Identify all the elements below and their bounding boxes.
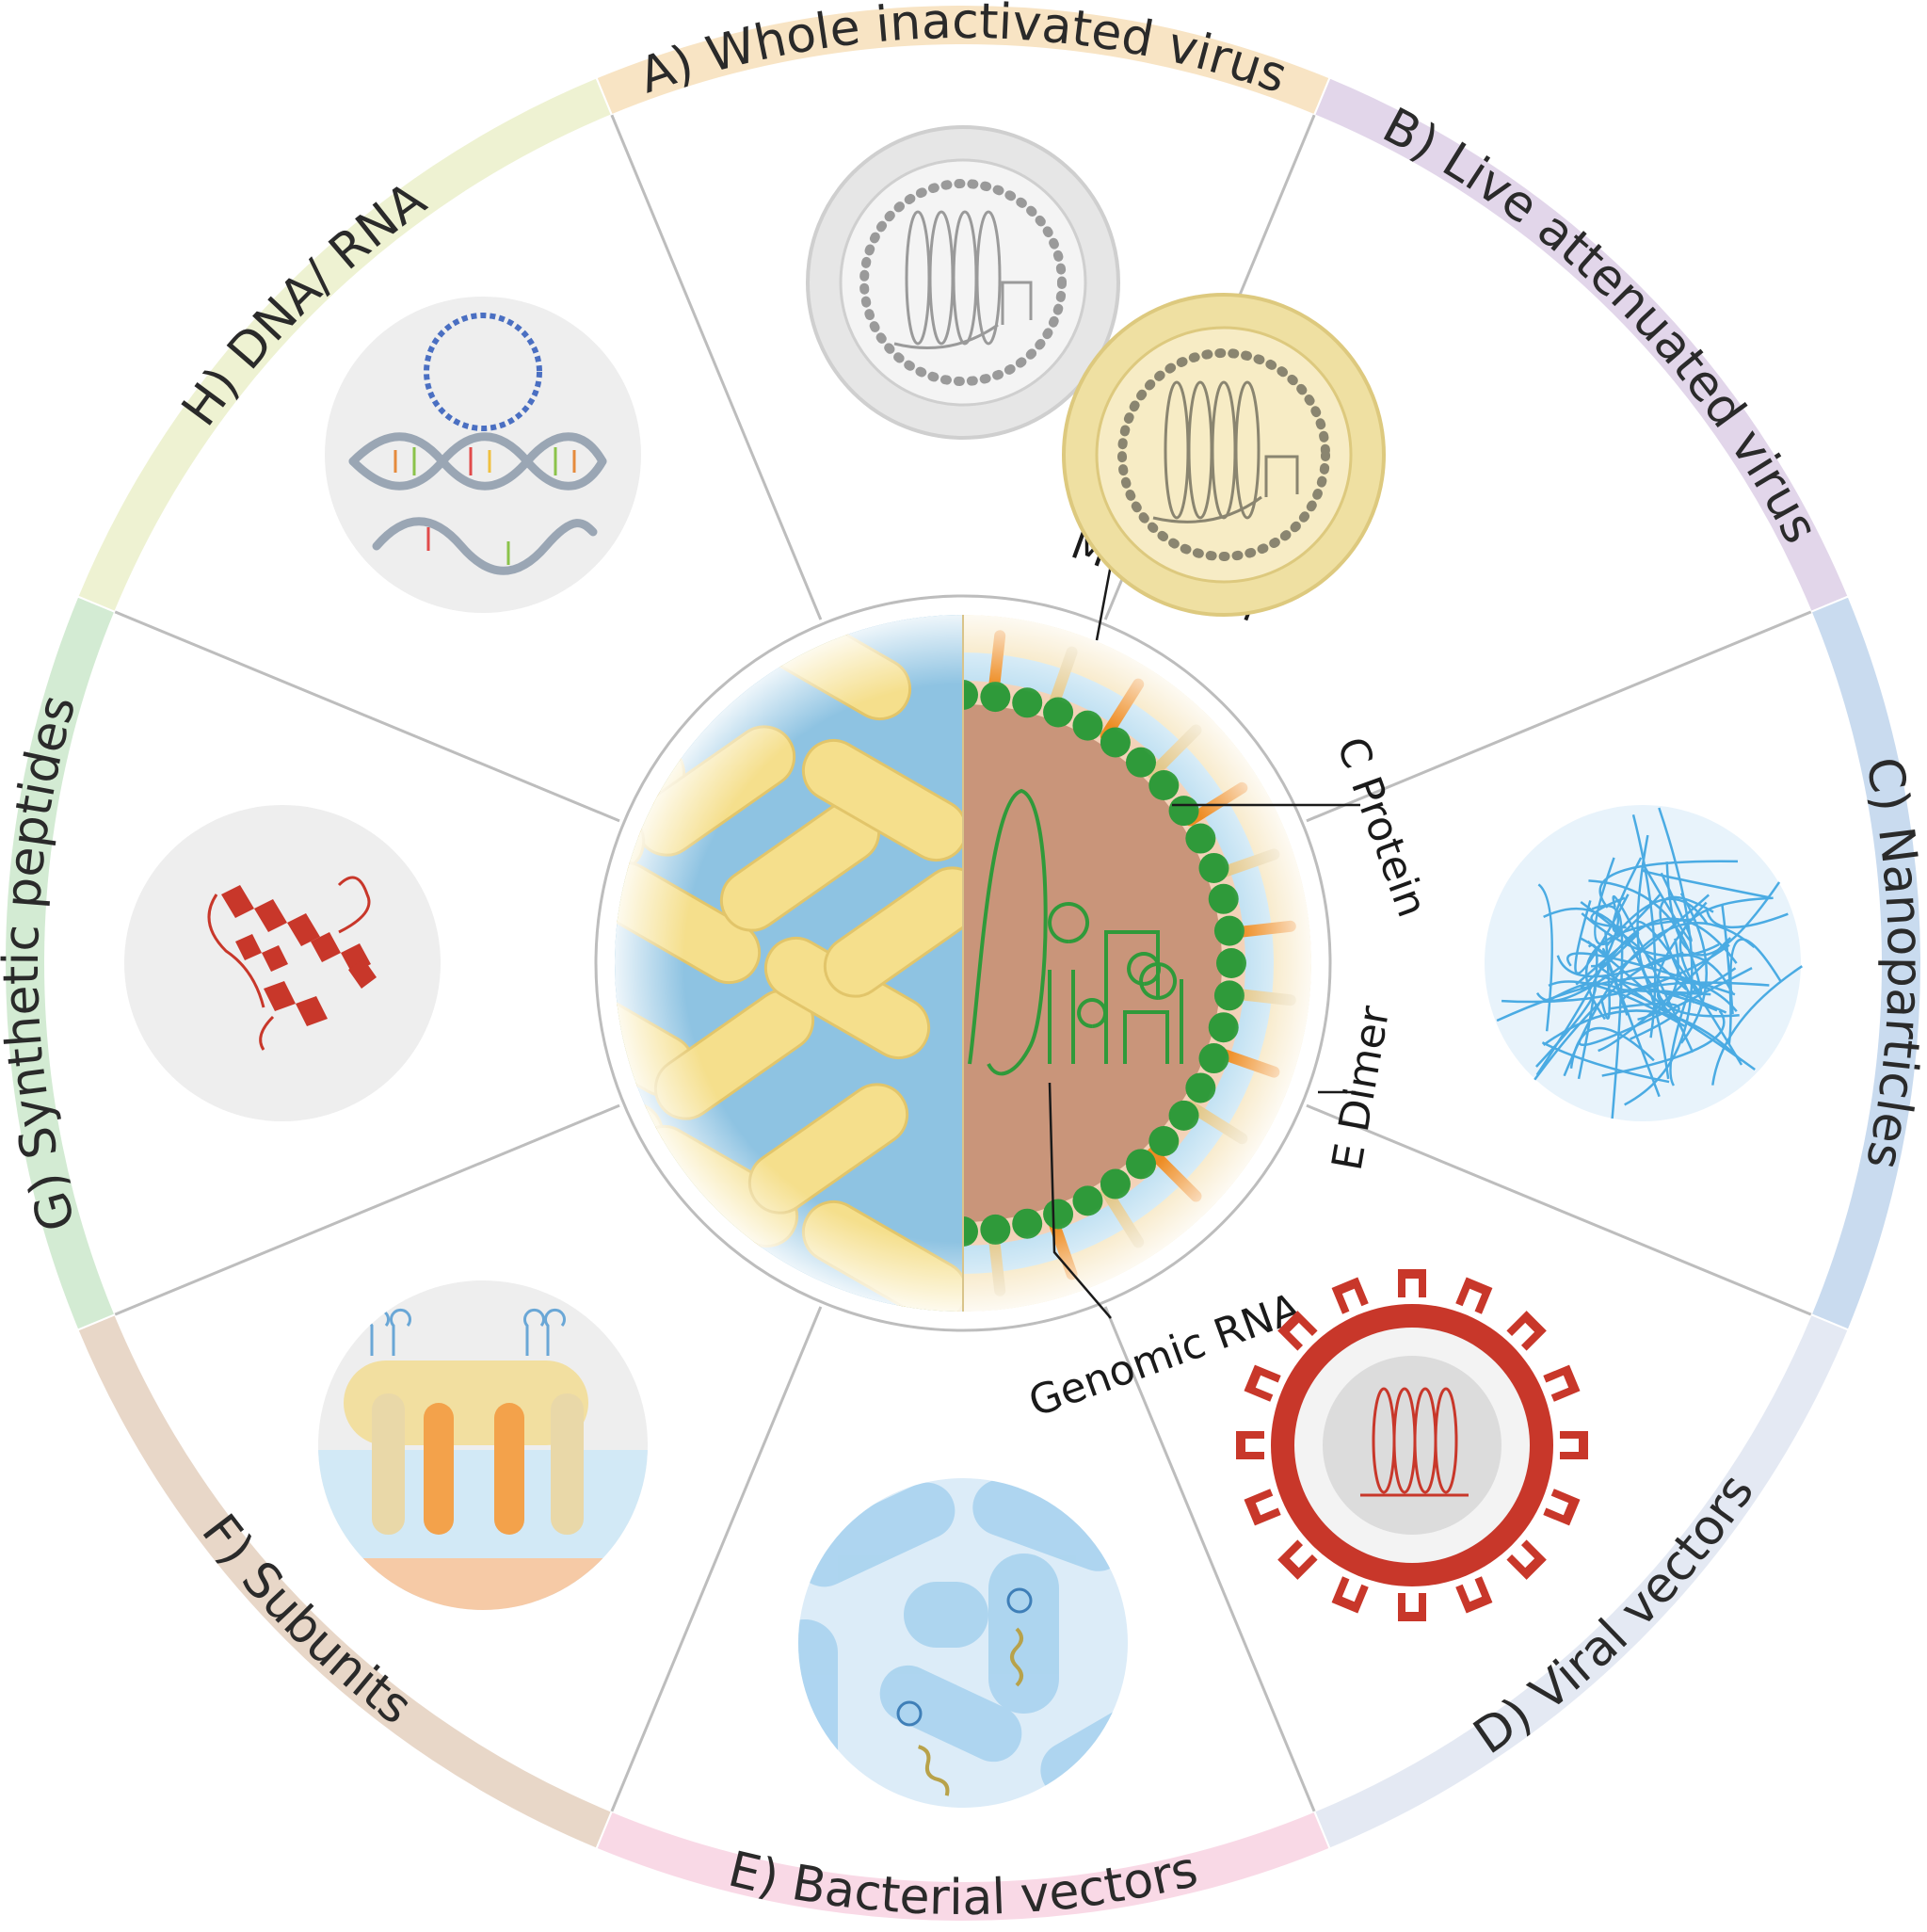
viral-vector-tooth bbox=[1277, 1539, 1318, 1580]
segment-divider bbox=[610, 114, 823, 620]
callout-lines bbox=[1048, 564, 1360, 1319]
inactivated-virus-icon bbox=[806, 125, 1120, 440]
segment-divider bbox=[1306, 1103, 1812, 1316]
viral-vector-tooth bbox=[1236, 1431, 1264, 1459]
nanoparticle-icon bbox=[1485, 805, 1803, 1121]
viral-vector-tooth bbox=[1244, 1489, 1281, 1526]
viral-vector-tooth bbox=[1455, 1277, 1493, 1314]
segment-divider bbox=[610, 1306, 823, 1812]
segment-divider bbox=[1103, 1306, 1316, 1812]
segment-divider bbox=[114, 610, 620, 823]
viral-vector-tooth bbox=[1398, 1593, 1426, 1621]
viral-vector-tooth bbox=[1277, 1311, 1318, 1351]
viral-vector-tooth bbox=[1398, 1269, 1426, 1297]
viral-vector-icon bbox=[1236, 1269, 1588, 1621]
viral-vector-tooth bbox=[1331, 1576, 1369, 1614]
synthetic-peptide-icon bbox=[124, 805, 441, 1121]
viral-vector-tooth bbox=[1506, 1539, 1547, 1580]
m-protein-leader bbox=[1095, 564, 1113, 641]
dna-rna-icon bbox=[325, 297, 641, 613]
genomic-rna-leader bbox=[1048, 1082, 1112, 1319]
viral-vector-tooth bbox=[1506, 1311, 1547, 1351]
viral-vector-tooth bbox=[1244, 1364, 1281, 1402]
live-attenuated-virus-icon bbox=[1062, 293, 1386, 617]
viral-vector-tooth bbox=[1560, 1431, 1588, 1459]
viral-vector-tooth bbox=[1455, 1576, 1493, 1614]
segment-divider bbox=[114, 1103, 620, 1316]
viral-vector-tooth bbox=[1543, 1489, 1581, 1526]
segment-band-h bbox=[76, 76, 614, 614]
viral-vector-tooth bbox=[1331, 1277, 1369, 1314]
segment-divider bbox=[1306, 610, 1812, 823]
viral-vector-tooth bbox=[1543, 1364, 1581, 1402]
